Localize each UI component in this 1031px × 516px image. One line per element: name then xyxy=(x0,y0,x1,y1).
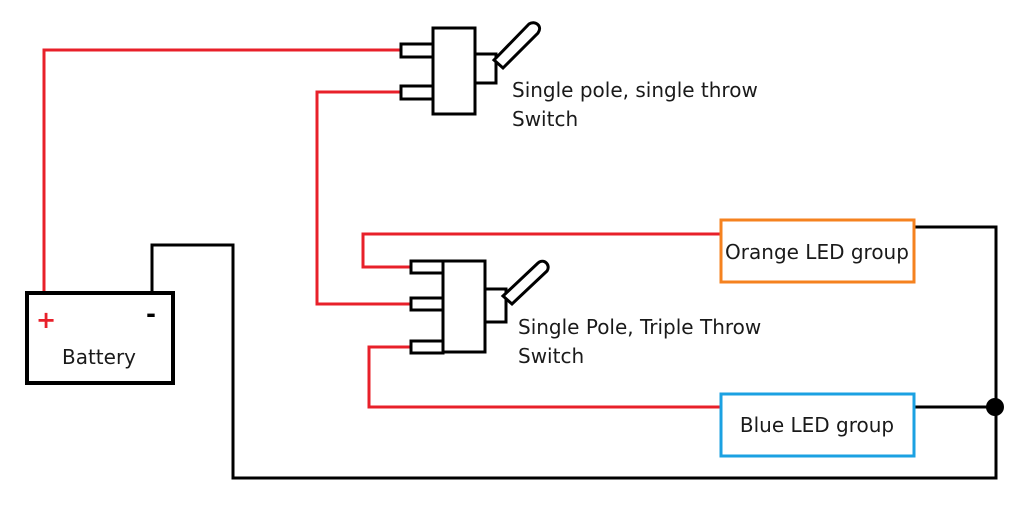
battery-negative-sign: - xyxy=(146,300,156,328)
sp3t-to-orange-led-wire xyxy=(361,232,721,269)
battery-body xyxy=(25,291,175,385)
sp3t-terminal-top xyxy=(409,259,445,275)
ground-wires xyxy=(150,225,1004,480)
spst-switch-body xyxy=(431,26,477,116)
sp3t-to-blue-led-wire xyxy=(367,345,721,409)
battery-positive-sign: + xyxy=(36,306,56,334)
sp3t-switch xyxy=(409,259,550,355)
orange-led-label: Orange LED group xyxy=(725,240,909,264)
blue-led-group: Blue LED group xyxy=(719,392,916,458)
orange-led-box xyxy=(719,218,916,284)
spst-switch-collar xyxy=(473,52,498,85)
spst-switch xyxy=(399,21,542,116)
orange-led-group: Orange LED group xyxy=(719,218,916,284)
sp3t-terminal-bottom xyxy=(409,339,445,355)
sp3t-switch-label-line2: Switch xyxy=(518,344,584,368)
sp3t-toggle-lever xyxy=(500,259,550,307)
spst-switch-label-line2: Switch xyxy=(512,107,578,131)
spst-terminal-bottom xyxy=(399,84,435,101)
battery: + - Battery xyxy=(25,291,175,385)
spst-toggle-lever xyxy=(491,21,542,71)
sp3t-switch-label-line1: Single Pole, Triple Throw xyxy=(518,315,761,339)
sp3t-switch-body xyxy=(441,259,487,354)
blue-led-label: Blue LED group xyxy=(740,413,894,437)
sp3t-terminal-middle xyxy=(409,296,445,312)
blue-led-box xyxy=(719,392,916,458)
positive-wires xyxy=(42,48,721,409)
battery-label: Battery xyxy=(62,345,136,369)
spst-to-sp3t-wire xyxy=(315,90,411,306)
battery-to-spst-wire xyxy=(42,48,401,293)
spst-switch-label-line1: Single pole, single throw xyxy=(512,78,758,102)
spst-terminal-top xyxy=(399,42,435,59)
battery-ground-wire xyxy=(150,225,998,480)
sp3t-switch-collar xyxy=(483,287,508,324)
ground-junction-dot xyxy=(986,398,1004,416)
